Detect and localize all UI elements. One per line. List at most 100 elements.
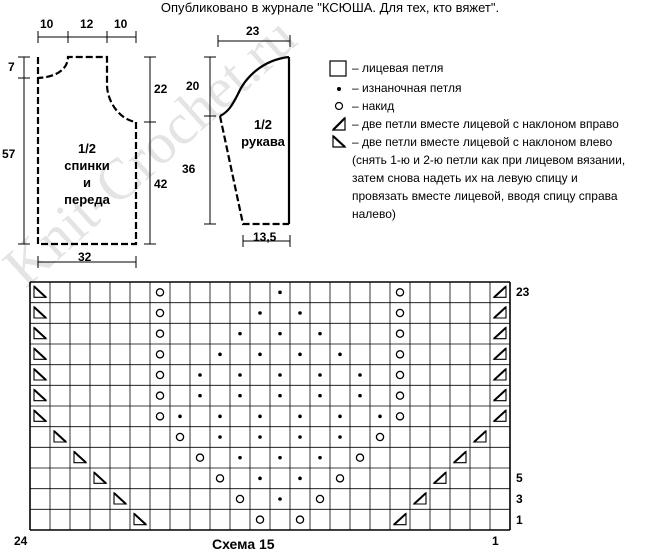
yarn-over-circle <box>295 515 305 524</box>
chart-title: Схема 15 <box>212 536 275 552</box>
purl-stitch-dot <box>318 393 322 398</box>
purl-stitch-dot <box>278 373 282 377</box>
purl-stitch-dot <box>218 352 222 357</box>
body-piece-label: 1/2 спинки и переда <box>64 141 110 207</box>
dim-bottom: 32 <box>78 250 92 264</box>
legend-item-knit: – лицевая петля <box>352 61 444 75</box>
purl-stitch-dot <box>258 476 262 481</box>
yarn-over-circle <box>335 474 345 483</box>
legend-symbol-glyphs <box>331 87 347 148</box>
sleeve-dimension-lines <box>204 35 291 247</box>
purl-stitch-dot <box>198 373 202 377</box>
legend-item-decrease-left: – две петли вместе лицевой с наклоном вл… <box>352 135 613 149</box>
row-label: 1 <box>516 512 523 527</box>
circle-icon <box>334 101 344 111</box>
yarn-over-circle <box>395 370 405 380</box>
decrease-left-symbol <box>392 512 407 526</box>
decrease-left-icon <box>332 134 347 148</box>
yarn-over-circle <box>155 391 165 400</box>
decrease-left-symbol <box>492 285 507 299</box>
legend-note-line-4: налево) <box>352 207 396 221</box>
yarn-over-circle <box>395 391 405 400</box>
legend-item-yarn-over: – накид <box>352 99 395 113</box>
decrease-left-symbol <box>472 429 487 443</box>
purl-stitch-dot <box>238 455 242 460</box>
decrease-right-symbol <box>33 347 48 361</box>
dim-top-mid: 12 <box>80 17 94 31</box>
purl-stitch-dot <box>338 414 342 419</box>
sleeve-dim-bottom: 13,5 <box>253 230 277 244</box>
yarn-over-circle <box>315 494 325 504</box>
decrease-right-symbol <box>33 305 48 319</box>
decrease-left-symbol <box>412 491 427 505</box>
dim-right-main: 42 <box>154 177 168 191</box>
purl-stitch-dot <box>298 311 302 315</box>
decrease-left-symbol <box>492 409 507 423</box>
decrease-left-symbol <box>492 347 507 361</box>
yarn-over-circle <box>395 412 405 421</box>
yarn-over-circle <box>195 453 205 462</box>
sleeve-dim-left-main: 36 <box>182 162 196 176</box>
dim-right-top: 22 <box>154 82 168 96</box>
decrease-right-symbol <box>113 491 128 505</box>
yarn-over-circle <box>235 494 245 504</box>
yarn-over-circle <box>395 308 405 318</box>
dim-left-main: 57 <box>2 147 16 161</box>
legend-symbols <box>329 60 347 77</box>
col-label-left: 24 <box>14 534 28 548</box>
dim-top-left: 10 <box>40 17 54 31</box>
decrease-right-symbol <box>33 409 48 423</box>
decrease-left-symbol <box>492 326 507 340</box>
yarn-over-circle <box>155 350 165 359</box>
purl-stitch-dot <box>258 352 262 357</box>
page-header: Опубликовано в журнале "КСЮША. Для тех, … <box>160 0 500 15</box>
purl-stitch-dot <box>378 414 382 419</box>
legend-note-line-2: затем снова надеть их на левую спицу и <box>352 171 578 185</box>
purl-stitch-dot <box>358 393 362 398</box>
purl-stitch-dot <box>238 331 242 336</box>
legend-item-purl: – изнаночная петля <box>352 81 462 95</box>
yarn-over-circle <box>395 329 405 338</box>
decrease-right-symbol <box>33 367 48 381</box>
purl-stitch-dot <box>278 290 282 295</box>
decrease-left-symbol <box>492 367 507 381</box>
purl-stitch-dot <box>298 476 302 481</box>
purl-stitch-dot <box>218 435 222 439</box>
decrease-left-symbol <box>492 388 507 402</box>
decrease-right-symbol <box>73 450 88 464</box>
purl-stitch-dot <box>338 352 342 357</box>
sleeve-dim-top: 23 <box>246 24 260 38</box>
yarn-over-circle <box>155 308 165 318</box>
yarn-over-circle <box>155 412 165 421</box>
yarn-over-circle <box>255 515 265 524</box>
dim-top-right: 10 <box>114 17 128 31</box>
purl-stitch-dot <box>238 373 242 377</box>
yarn-over-circle <box>375 432 385 442</box>
decrease-right-symbol <box>33 285 48 299</box>
purl-stitch-dot <box>318 455 322 460</box>
decrease-right-symbol <box>133 512 148 526</box>
purl-stitch-dot <box>218 414 222 419</box>
purl-stitch-dot <box>278 455 282 460</box>
purl-stitch-dot <box>298 352 302 357</box>
dim-left-top: 7 <box>8 60 15 74</box>
decrease-left-symbol <box>452 450 467 464</box>
yarn-over-circle <box>395 350 405 359</box>
purl-stitch-dot <box>278 393 282 398</box>
purl-stitch-dot <box>198 393 202 398</box>
purl-stitch-dot <box>298 435 302 439</box>
chart-symbols <box>33 285 507 526</box>
yarn-over-circle <box>155 370 165 380</box>
yarn-over-circle <box>395 288 405 297</box>
decrease-left-symbol <box>492 305 507 319</box>
row-label: 3 <box>516 492 523 506</box>
sleeve-outline <box>218 55 291 226</box>
row-label: 5 <box>516 471 523 486</box>
yarn-over-circle <box>175 432 185 442</box>
legend-note-line-1: (снять 1-ю и 2-ю петли как при лицевом в… <box>352 153 626 167</box>
purl-stitch-dot <box>278 497 282 501</box>
yarn-over-circle <box>355 453 365 462</box>
purl-stitch-dot <box>258 435 262 439</box>
decrease-right-symbol <box>33 326 48 340</box>
